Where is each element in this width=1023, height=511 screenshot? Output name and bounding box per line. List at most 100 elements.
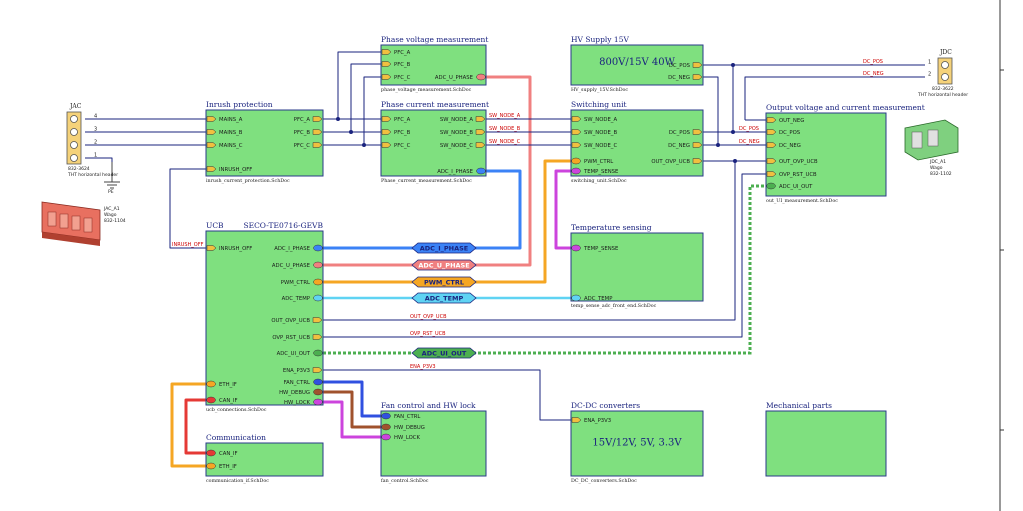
port-label-ena_p3v3: ENA_P3V3 — [283, 368, 310, 374]
port-fan_ctrl[interactable] — [313, 378, 323, 386]
port-label-dc_neg: DC_NEG — [668, 75, 690, 81]
bus-label-tag — [411, 292, 477, 304]
port-out_ovp_ucb[interactable] — [766, 158, 777, 164]
port-label-pfc_a: PFC_A — [394, 117, 411, 123]
port-fan_ctrl[interactable] — [381, 412, 391, 420]
port-pfc_c[interactable] — [312, 142, 323, 148]
port-adc_i_phase[interactable] — [476, 167, 486, 175]
block-dcdc[interactable] — [570, 410, 704, 477]
port-can_if[interactable] — [206, 396, 216, 404]
block-inrush[interactable] — [205, 109, 324, 177]
port-mains_a[interactable] — [206, 116, 217, 122]
port-temp_sense[interactable] — [571, 167, 581, 175]
port-mains_c[interactable] — [206, 142, 217, 148]
port-dc_neg[interactable] — [692, 74, 703, 80]
port-label-sw_node_b: SW_NODE_B — [584, 130, 617, 136]
port-hw_debug[interactable] — [381, 423, 391, 431]
block-title-inrush: Inrush protection — [206, 100, 273, 109]
port-inrush_off[interactable] — [206, 245, 217, 251]
port-dc_neg[interactable] — [692, 142, 703, 148]
port-out_neg[interactable] — [766, 117, 777, 123]
port-adc_ui_out[interactable] — [766, 182, 776, 190]
port-label-mains_a: MAINS_A — [219, 117, 243, 123]
port-out_ovp_ucb[interactable] — [692, 158, 703, 164]
port-dc_pos[interactable] — [692, 129, 703, 135]
port-pfc_a[interactable] — [381, 116, 392, 122]
junction-dc-neg — [716, 143, 720, 147]
port-sw_node_b[interactable] — [475, 129, 486, 135]
port-label-eth_if: ETH_IF — [219, 464, 237, 470]
port-label-hw_lock: HW_LOCK — [394, 435, 420, 441]
port-out_ovp_ucb[interactable] — [312, 317, 323, 323]
port-can_if[interactable] — [206, 449, 216, 457]
wire-ovp-rst-ucb — [323, 173, 766, 338]
port-adc_u_phase[interactable] — [313, 261, 323, 269]
block-mechanical[interactable] — [765, 410, 887, 477]
port-pfc_c[interactable] — [381, 74, 392, 80]
port-pfc_a[interactable] — [381, 49, 392, 55]
block-hv_supply[interactable] — [570, 44, 704, 86]
port-adc_ui_out[interactable] — [313, 349, 323, 357]
port-adc_i_phase[interactable] — [313, 244, 323, 252]
port-pfc_c[interactable] — [381, 142, 392, 148]
wire-jdc-out-neg — [744, 76, 925, 120]
block-phase_voltage[interactable] — [380, 44, 487, 86]
port-hw_lock[interactable] — [313, 398, 323, 406]
port-ovp_rst_ucb[interactable] — [312, 334, 323, 340]
port-dc_pos[interactable] — [766, 129, 777, 135]
port-eth_if[interactable] — [206, 380, 216, 388]
block-bigtext-dcdc: 15V/12V, 5V, 3.3V — [592, 438, 682, 449]
port-pwm_ctrl[interactable] — [571, 157, 581, 165]
port-hw_debug[interactable] — [313, 388, 323, 396]
port-sw_node_b[interactable] — [571, 129, 582, 135]
port-label-dc_pos: DC_POS — [669, 130, 691, 136]
block-temperature[interactable] — [570, 232, 704, 302]
block-file-phase_voltage: phase_voltage_measurement.SchDoc — [381, 87, 472, 93]
port-label-ovp_rst_ucb: OVP_RST_UCB — [272, 335, 310, 341]
block-fan[interactable] — [380, 410, 487, 477]
port-dc_neg[interactable] — [766, 142, 777, 148]
port-pfc_b[interactable] — [381, 61, 392, 67]
port-ena_p3v3[interactable] — [571, 417, 582, 423]
jac-pin-number: 3 — [94, 127, 97, 133]
bus-label-tag — [411, 347, 477, 359]
wire-can-if — [184, 398, 206, 455]
port-sw_node_c[interactable] — [571, 142, 582, 148]
port-label-can_if: CAN_IF — [219, 398, 238, 404]
port-adc_temp[interactable] — [313, 294, 323, 302]
port-adc_temp[interactable] — [571, 294, 581, 302]
wire-hw-debug — [323, 390, 381, 429]
jac-a1-clamp — [47, 211, 57, 227]
port-adc_u_phase[interactable] — [476, 73, 486, 81]
port-sw_node_c[interactable] — [475, 142, 486, 148]
port-sw_node_a[interactable] — [475, 116, 486, 122]
port-ovp_rst_ucb[interactable] — [766, 171, 777, 177]
port-pwm_ctrl[interactable] — [313, 278, 323, 286]
port-pfc_b[interactable] — [381, 129, 392, 135]
port-label-inrush_off: INRUSH_OFF — [219, 246, 252, 252]
block-output[interactable] — [765, 112, 887, 197]
block-switching[interactable] — [570, 109, 704, 177]
port-pfc_b[interactable] — [312, 129, 323, 135]
port-eth_if[interactable] — [206, 462, 216, 470]
wire-fan-ctrl — [323, 380, 381, 418]
bus-label-text: ADC_U_PHASE — [418, 262, 469, 270]
block-phase_current[interactable] — [380, 109, 487, 177]
block-ucb[interactable] — [205, 230, 324, 406]
port-temp_sense[interactable] — [571, 244, 581, 252]
block-file-phase_current: Phase_current_measurement.SchDoc — [381, 178, 472, 184]
port-label-dc_pos: DC_POS — [669, 63, 691, 69]
port-pfc_a[interactable] — [312, 116, 323, 122]
port-mains_b[interactable] — [206, 129, 217, 135]
port-label-sw_node_a: SW_NODE_A — [440, 117, 473, 123]
port-ena_p3v3[interactable] — [312, 367, 323, 373]
port-label-eth_if: ETH_IF — [219, 382, 237, 388]
port-sw_node_a[interactable] — [571, 116, 582, 122]
port-inrush_off[interactable] — [206, 166, 217, 172]
block-communication[interactable] — [205, 442, 324, 477]
port-hw_lock[interactable] — [381, 433, 391, 441]
net-label: DC_POS — [863, 59, 883, 65]
port-label-adc_u_phase: ADC_U_PHASE — [435, 75, 474, 81]
port-dc_pos[interactable] — [692, 62, 703, 68]
